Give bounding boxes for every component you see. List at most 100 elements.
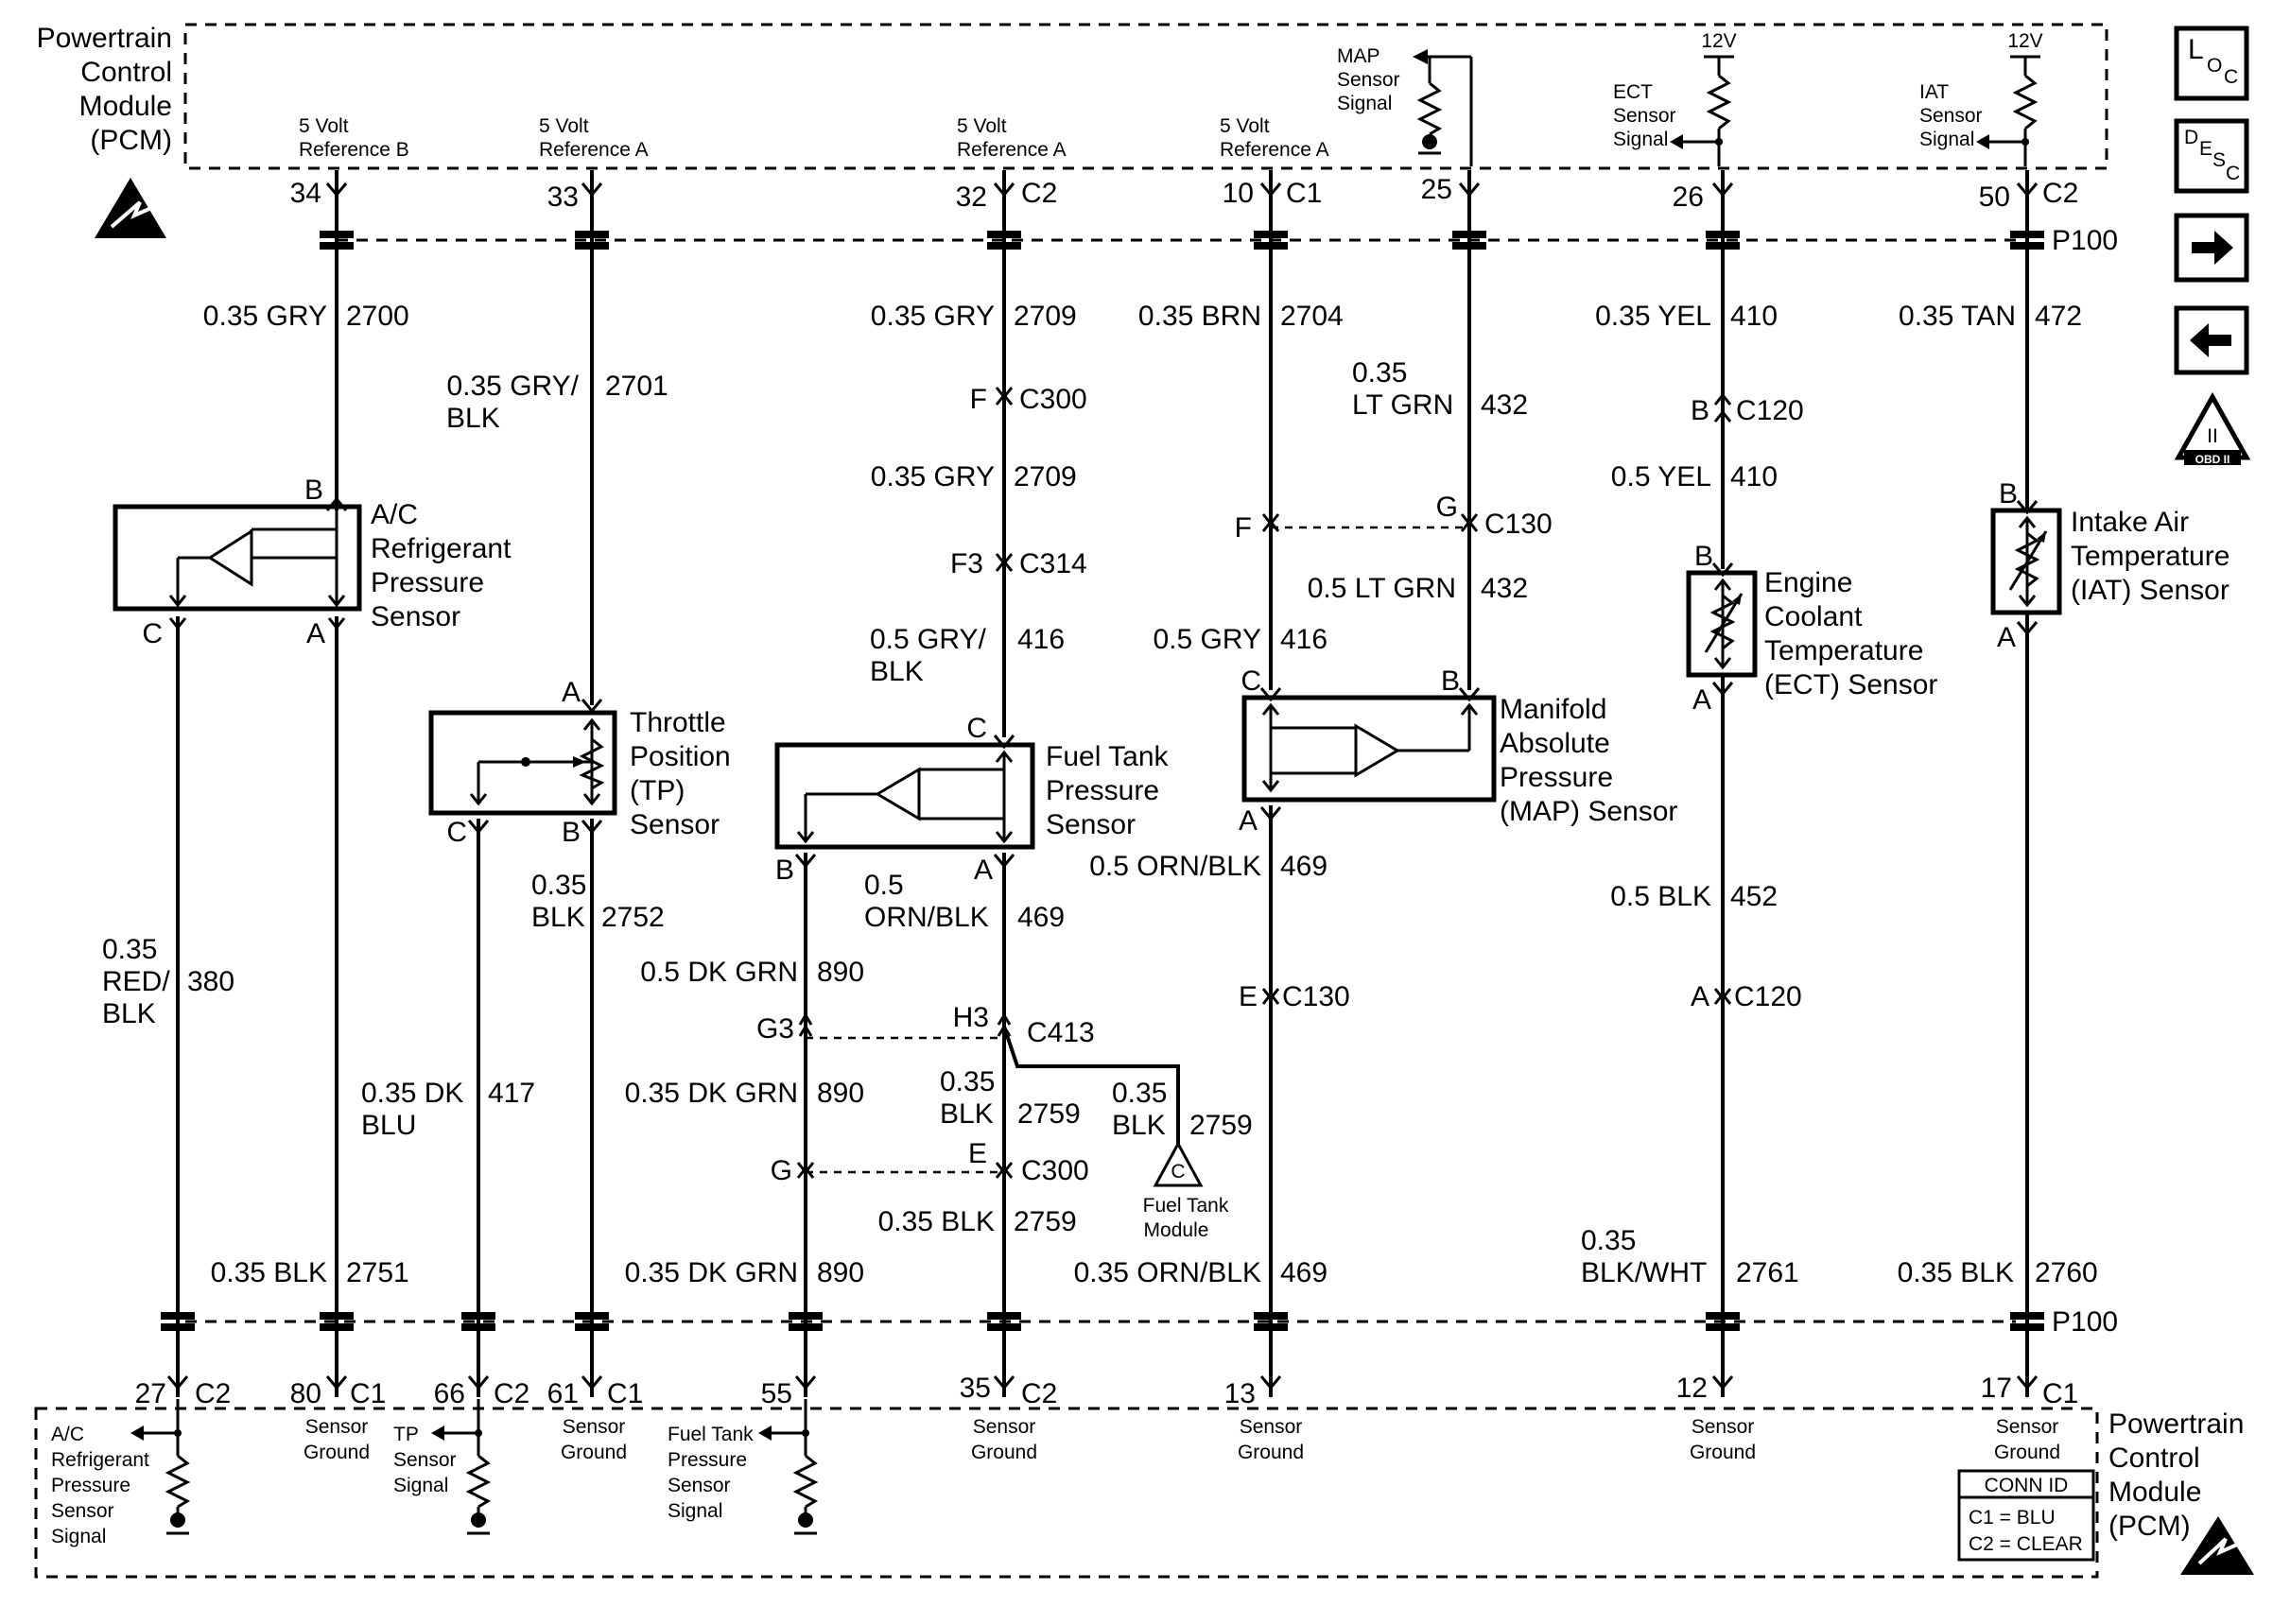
svg-text:Sensor: Sensor	[1613, 105, 1676, 127]
svg-text:Control: Control	[80, 57, 172, 88]
svg-text:0.5 GRY: 0.5 GRY	[1153, 624, 1261, 655]
svg-text:B: B	[1691, 395, 1709, 426]
svg-text:C1: C1	[1286, 178, 1322, 209]
svg-text:C300: C300	[1019, 384, 1087, 415]
svg-text:2701: 2701	[605, 371, 668, 402]
svg-text:432: 432	[1481, 573, 1528, 604]
svg-text:2751: 2751	[346, 1257, 409, 1288]
svg-text:0.35: 0.35	[102, 934, 157, 965]
svg-text:B: B	[304, 475, 323, 506]
pcm-top-boundary	[183, 23, 2108, 170]
svg-text:Sensor: Sensor	[51, 1500, 114, 1522]
svg-text:E: E	[968, 1138, 987, 1169]
svg-text:Ground: Ground	[1238, 1442, 1304, 1463]
svg-text:0.35 GRY/: 0.35 GRY/	[446, 371, 579, 402]
svg-text:Fuel Tank: Fuel Tank	[1046, 741, 1170, 772]
ect-sensor: B A Engine Coolant Temperature (ECT) Sen…	[1686, 541, 1937, 716]
svg-text:F: F	[1235, 512, 1252, 544]
svg-text:0.35: 0.35	[531, 870, 586, 901]
svg-text:Sensor: Sensor	[305, 1416, 369, 1438]
svg-text:C300: C300	[1021, 1155, 1089, 1186]
svg-text:B: B	[1441, 665, 1460, 697]
svg-text:TP: TP	[393, 1424, 419, 1445]
svg-text:0.35: 0.35	[1352, 357, 1407, 389]
svg-text:MAP: MAP	[1337, 45, 1380, 67]
svg-text:OBD II: OBD II	[2195, 453, 2230, 466]
map-sensor: C B A Manifold Absolute Pressure (MAP) S…	[1239, 665, 1677, 837]
svg-text:2700: 2700	[346, 301, 409, 332]
svg-text:BLK: BLK	[870, 656, 924, 687]
svg-text:A: A	[1691, 981, 1709, 1012]
svg-text:Signal: Signal	[1337, 93, 1392, 114]
svg-text:0.5 GRY/: 0.5 GRY/	[870, 624, 987, 655]
svg-text:0.35 DK: 0.35 DK	[361, 1078, 463, 1109]
map-signal-internal	[1413, 49, 1473, 166]
svg-text:C2: C2	[1021, 178, 1057, 209]
svg-text:416: 416	[1280, 624, 1327, 655]
svg-text:380: 380	[187, 966, 234, 997]
svg-text:C2: C2	[2042, 178, 2078, 209]
svg-text:O: O	[2207, 55, 2222, 77]
svg-text:13: 13	[1224, 1378, 1256, 1409]
svg-text:F3: F3	[950, 548, 983, 579]
back-arrow-icon[interactable]	[2174, 305, 2249, 375]
esd-warning-icon-bottom	[2180, 1516, 2254, 1575]
svg-text:(IAT) Sensor: (IAT) Sensor	[2071, 575, 2230, 606]
svg-text:(PCM): (PCM)	[90, 125, 172, 156]
fuel-tank-module: C Fuel Tank Module	[1143, 1140, 1229, 1241]
svg-text:D: D	[2184, 127, 2198, 148]
svg-text:B: B	[562, 817, 581, 848]
svg-text:Sensor: Sensor	[1240, 1416, 1303, 1438]
svg-text:Signal: Signal	[51, 1526, 106, 1547]
ect-pullup-internal: 12V	[1670, 30, 1737, 166]
svg-text:Sensor: Sensor	[1692, 1416, 1755, 1438]
svg-text:A: A	[1239, 805, 1258, 837]
svg-text:H3: H3	[953, 1002, 989, 1033]
p100-bottom-label: P100	[2052, 1306, 2118, 1338]
svg-text:12V: 12V	[2007, 30, 2042, 52]
svg-text:B: B	[1999, 478, 2018, 510]
obd-ii-icon[interactable]: II OBD II	[2174, 391, 2251, 466]
svg-text:Position: Position	[630, 741, 731, 772]
svg-text:416: 416	[1017, 624, 1065, 655]
svg-text:25: 25	[1421, 174, 1452, 205]
svg-text:C130: C130	[1484, 509, 1553, 540]
svg-text:(MAP) Sensor: (MAP) Sensor	[1500, 796, 1677, 827]
svg-text:LT GRN: LT GRN	[1352, 389, 1453, 421]
svg-text:Sensor: Sensor	[1919, 105, 1983, 127]
throttle-position-sensor: A C B Throttle Position (TP) Sensor	[428, 677, 731, 848]
desc-icon[interactable]: D E S C	[2174, 118, 2249, 194]
svg-text:E: E	[1239, 981, 1258, 1012]
svg-text:B: B	[775, 855, 794, 886]
top-ref-labels: 5 Volt Reference B 5 Volt Reference A 5 …	[299, 45, 1983, 161]
svg-text:Sensor: Sensor	[1996, 1416, 2059, 1438]
svg-text:Signal: Signal	[1919, 129, 1974, 150]
svg-text:0.5 DK GRN: 0.5 DK GRN	[640, 957, 798, 988]
svg-text:ORN/BLK: ORN/BLK	[864, 902, 989, 933]
svg-text:33: 33	[547, 181, 579, 213]
svg-text:0.35 ORN/BLK: 0.35 ORN/BLK	[1074, 1257, 1261, 1288]
pcm-bottom-boundary	[34, 1407, 2099, 1579]
svg-text:BLU: BLU	[361, 1110, 416, 1141]
svg-text:Throttle: Throttle	[630, 707, 726, 738]
svg-text:C: C	[1241, 665, 1261, 697]
svg-text:Fuel Tank: Fuel Tank	[1143, 1195, 1229, 1217]
svg-text:BLK: BLK	[531, 902, 585, 933]
svg-text:C2: C2	[195, 1378, 231, 1409]
forward-arrow-icon[interactable]	[2174, 213, 2249, 283]
svg-text:Powertrain: Powertrain	[37, 23, 172, 54]
svg-text:2752: 2752	[601, 902, 665, 933]
svg-text:(TP): (TP)	[630, 775, 685, 806]
svg-text:C: C	[2224, 66, 2238, 88]
svg-text:0.35: 0.35	[940, 1066, 995, 1097]
svg-text:(ECT) Sensor: (ECT) Sensor	[1764, 669, 1937, 700]
svg-text:410: 410	[1730, 301, 1778, 332]
svg-text:Ground: Ground	[971, 1442, 1037, 1463]
svg-text:C1 = BLU: C1 = BLU	[1969, 1507, 2056, 1529]
inline-connectors: F C300 F3 C314 F G C130 B C120 G3 H3 C41…	[756, 384, 1804, 1186]
svg-text:26: 26	[1673, 181, 1704, 213]
svg-text:Module: Module	[79, 91, 172, 122]
loc-icon[interactable]: L O C	[2174, 26, 2249, 101]
svg-text:0.35 GRY: 0.35 GRY	[871, 461, 995, 492]
svg-text:Ground: Ground	[1994, 1442, 2060, 1463]
